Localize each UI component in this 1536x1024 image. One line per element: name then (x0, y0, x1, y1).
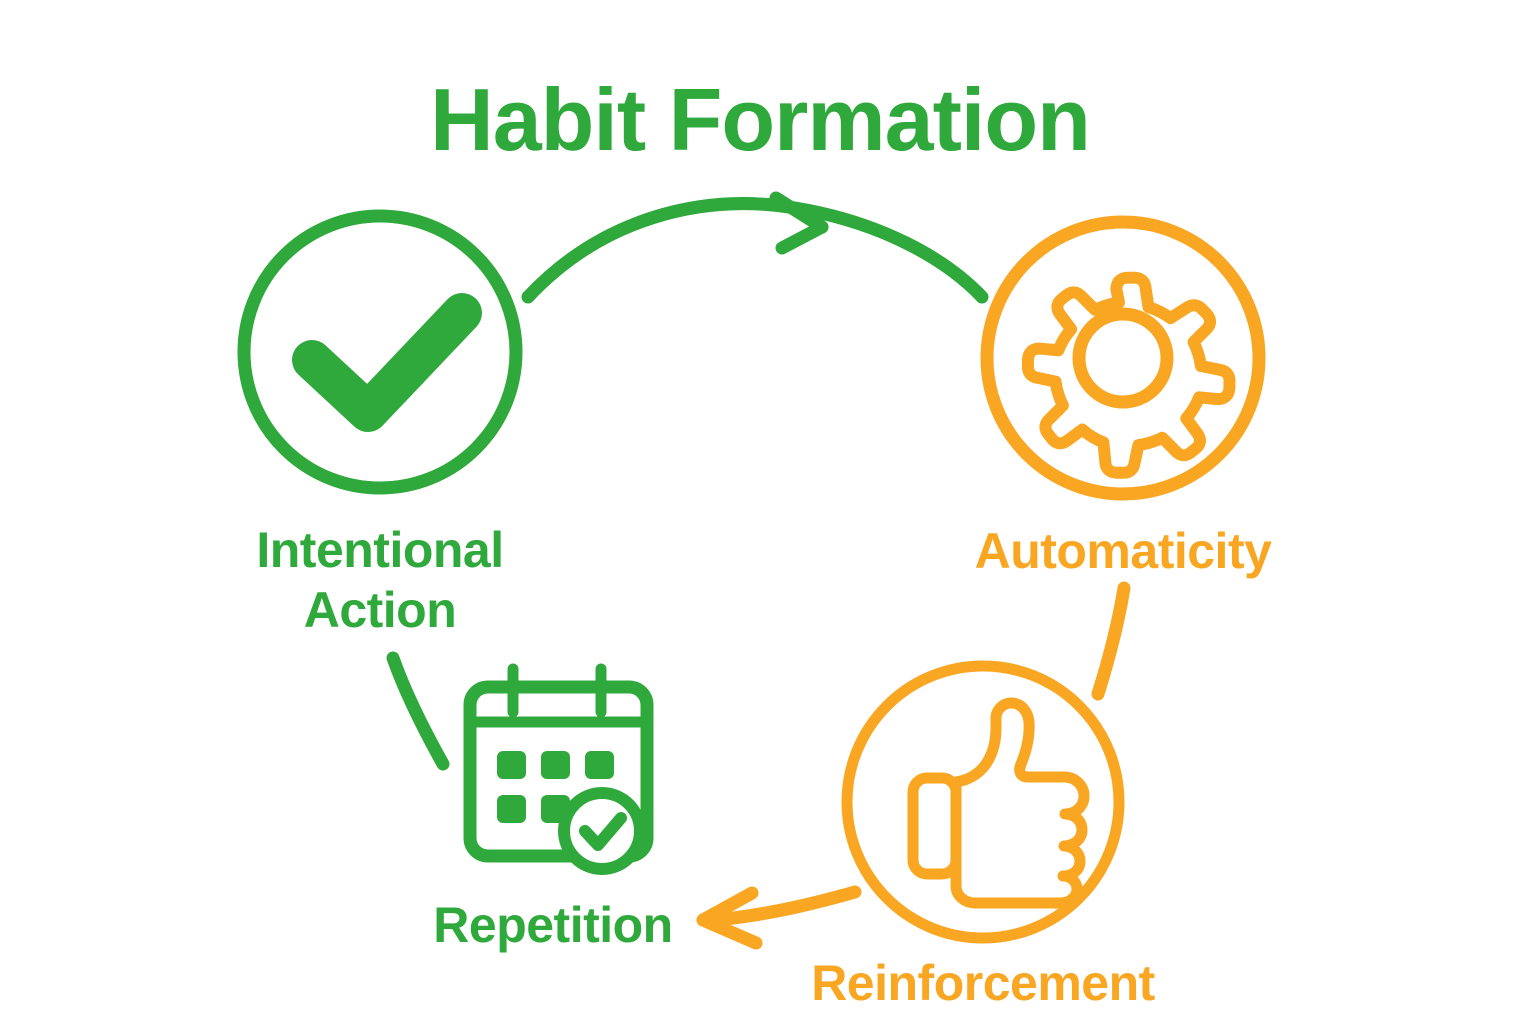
thumbs-up-icon (907, 697, 1090, 909)
node-label: Automaticity (975, 523, 1273, 579)
thumbs-up-circle-icon-ring (841, 660, 1125, 944)
node-automaticity[interactable]: Automaticity (975, 215, 1273, 579)
calendar-check-icon (463, 663, 654, 875)
calendar-check-mark (579, 812, 627, 851)
connector-automaticity-to-reinforcement (1091, 581, 1131, 701)
gear-circle-icon-ring (980, 215, 1266, 501)
calendar-day-cell (497, 795, 526, 823)
arrowhead-stroke-upper (696, 886, 759, 927)
thumb-hand-outline (950, 697, 1090, 909)
calendar-day-cell (541, 751, 570, 779)
gear-icon (1021, 271, 1236, 479)
thumb-cuff (907, 772, 962, 880)
arrowhead-stroke-lower (696, 913, 763, 950)
node-label-line2: Action (304, 582, 457, 638)
connector-line (521, 197, 989, 304)
calendar-day-cell (497, 751, 526, 779)
node-intentional-action[interactable]: Intentional Action (237, 209, 523, 638)
calendar-day-cell (585, 751, 614, 779)
check-icon (292, 293, 482, 432)
gear-hub-circle (1072, 307, 1174, 409)
node-repetition[interactable]: Repetition (433, 663, 673, 953)
gear-outer-path (1021, 271, 1236, 479)
connector-line (386, 651, 450, 771)
page-title: Habit Formation (430, 70, 1090, 169)
connector-repetition-to-intentional (386, 651, 450, 771)
node-label: Reinforcement (811, 955, 1155, 1011)
connector-reinforcement-to-repetition (696, 885, 862, 950)
arrowhead-stroke-lower (775, 220, 829, 255)
check-circle-icon-ring (237, 209, 523, 495)
arrowhead-stroke-upper (769, 191, 829, 234)
node-reinforcement[interactable]: Reinforcement (811, 660, 1156, 1011)
node-label: Repetition (433, 897, 672, 953)
node-label-line1: Intentional (256, 522, 503, 578)
connector-intentional-to-automaticity (521, 191, 989, 304)
connector-line (1091, 581, 1131, 701)
connector-line (708, 885, 862, 927)
calendar-check-badge-ring (558, 787, 646, 875)
